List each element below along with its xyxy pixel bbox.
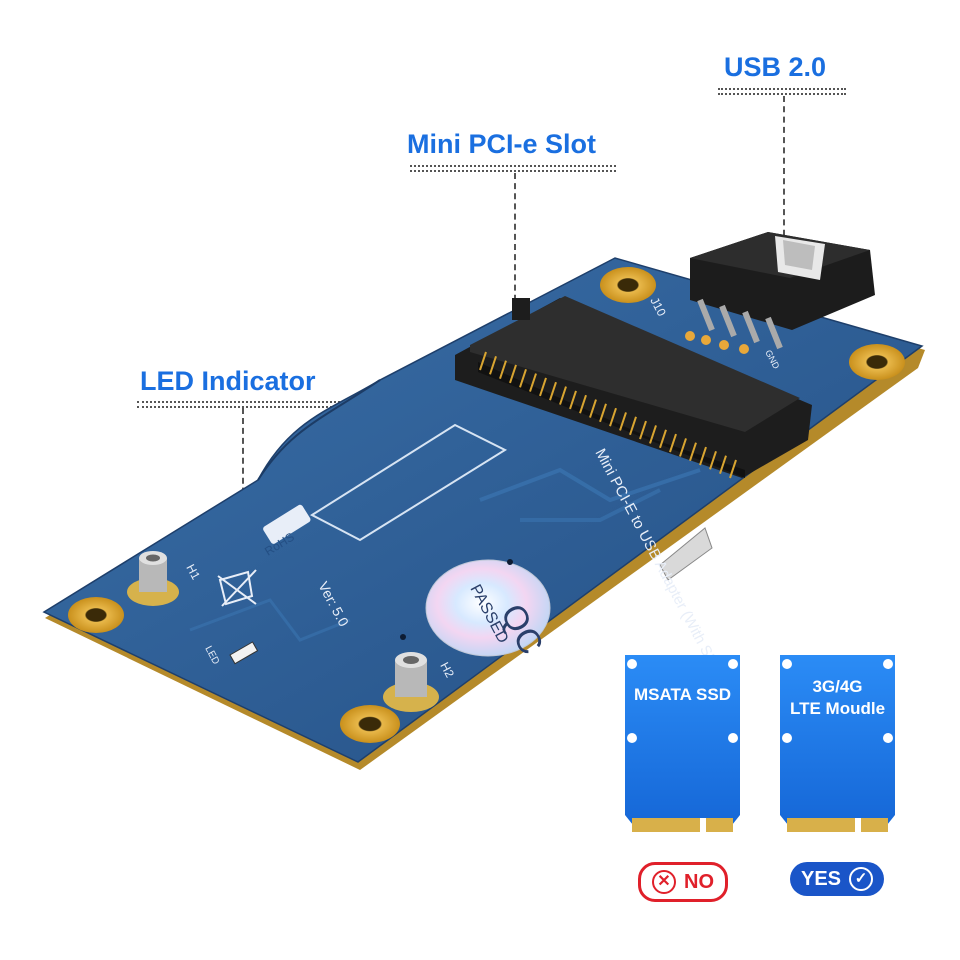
- slot-pin: [639, 420, 647, 440]
- led-callout-label: LED Indicator: [140, 366, 316, 396]
- slot-pin: [729, 459, 737, 479]
- slot-pin: [709, 451, 717, 470]
- yes-badge: YES ✓: [790, 862, 884, 896]
- slot-pin: [549, 381, 557, 401]
- slot-pin: [699, 446, 707, 466]
- qc-passed-sticker: QC PASSED: [425, 559, 551, 661]
- slot-pin: [659, 429, 667, 449]
- led-callout-underline-2: [137, 406, 344, 408]
- slot-pin: [509, 364, 517, 384]
- slot-pin: [679, 438, 687, 457]
- usb-solder-pads: [685, 331, 749, 354]
- slot-callout-underline: [410, 165, 616, 167]
- usb-callout-underline-2: [718, 93, 846, 95]
- slot-pin: [559, 386, 567, 405]
- msata-card: [625, 655, 740, 832]
- slot-callout-underline-2: [410, 170, 616, 172]
- slot-pin: [599, 403, 607, 423]
- h1-label: H1: [183, 562, 203, 582]
- led-callout-underline: [137, 401, 344, 403]
- slot-pin: [719, 455, 727, 474]
- usb-callout-underline: [718, 88, 846, 90]
- slot-pin: [689, 442, 697, 462]
- slot-pin: [519, 368, 527, 388]
- slot-pin: [569, 390, 577, 410]
- slot-pin: [579, 394, 587, 414]
- h2-label: H2: [437, 660, 457, 680]
- led-indicator: LED: [202, 641, 259, 667]
- slot-pin: [479, 351, 487, 371]
- mini-pcie-slot: [455, 296, 812, 479]
- slot-pin: [669, 433, 677, 453]
- slot-pin: [529, 373, 537, 392]
- sim-slot-outline: [309, 423, 508, 542]
- standoff-posts: [127, 551, 439, 712]
- lte-card-label: 3G/4G LTE Moudle: [789, 677, 886, 718]
- usb-connector: [690, 232, 875, 350]
- slot-pin: [629, 416, 637, 436]
- no-badge: ✕ NO: [638, 862, 728, 902]
- x-circle-icon: ✕: [652, 870, 676, 894]
- check-circle-icon: ✓: [849, 867, 874, 891]
- usb-callout-leader: [783, 96, 785, 246]
- slot-callout-leader: [514, 173, 516, 321]
- slot-pin: [609, 407, 617, 427]
- slot-pin: [619, 412, 627, 431]
- usb-callout-label: USB 2.0: [724, 52, 827, 82]
- msata-card-label: MSATA SSD: [634, 685, 731, 704]
- lte-card: [780, 655, 895, 832]
- slot-pin: [589, 399, 597, 418]
- mounting-holes: [68, 267, 905, 743]
- slot-pin: [499, 360, 507, 379]
- slot-callout-label: Mini PCI-e Slot: [407, 129, 596, 159]
- slot-pin: [489, 356, 497, 375]
- weee-symbol-icon: [217, 569, 257, 607]
- slot-pin: [539, 377, 547, 397]
- slot-pin: [649, 425, 657, 444]
